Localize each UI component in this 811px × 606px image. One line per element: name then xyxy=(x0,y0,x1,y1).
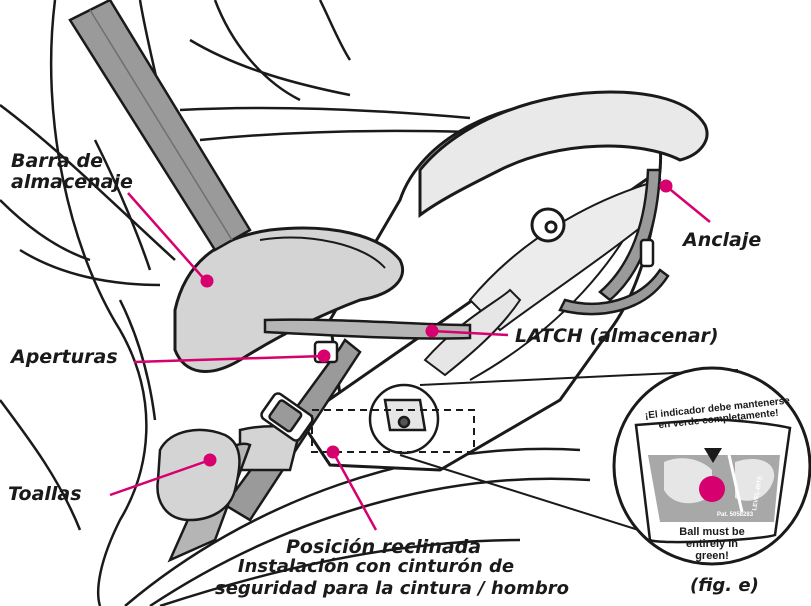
label-latch: LATCH (almacenar) xyxy=(515,326,719,347)
indicator-patent: Pat. 5058283 xyxy=(717,512,753,518)
figure-number: (fig. e) xyxy=(690,575,759,597)
label-towels: Toallas xyxy=(8,484,82,505)
label-recline: Posición reclinada xyxy=(286,537,481,558)
label-storage-bar: Barra de almacenaje xyxy=(11,151,133,193)
callout-dot-recline xyxy=(327,446,340,459)
level-indicator-small xyxy=(370,385,438,453)
figure-caption-line-2: seguridad para la cintura / hombro xyxy=(215,578,537,600)
figure-caption-line-1: Instalación con cinturón de xyxy=(215,556,537,578)
callout-dot-openings xyxy=(318,350,331,363)
figure-caption: Instalación con cinturón de seguridad pa… xyxy=(215,556,537,600)
indicator-ball xyxy=(699,476,725,502)
label-storage-bar-line-1: Barra de xyxy=(11,151,133,172)
callout-dot-storage-bar xyxy=(201,275,214,288)
callout-dot-towels xyxy=(204,454,217,467)
indicator-bottom-line-2: entirely in xyxy=(674,538,750,550)
indicator-bottom-text: Ball must be entirely in green! xyxy=(674,526,750,562)
callout-dot-latch xyxy=(426,325,439,338)
indicator-bottom-line-1: Ball must be xyxy=(674,526,750,538)
shoulder-belt xyxy=(70,0,250,250)
indicator-bottom-line-3: green! xyxy=(674,550,750,562)
label-openings: Aperturas xyxy=(11,347,118,368)
label-anchor: Anclaje xyxy=(683,230,761,251)
callout-dot-anchor xyxy=(660,180,673,193)
callout-line-anchor xyxy=(666,186,710,222)
label-storage-bar-line-2: almacenaje xyxy=(11,172,133,193)
